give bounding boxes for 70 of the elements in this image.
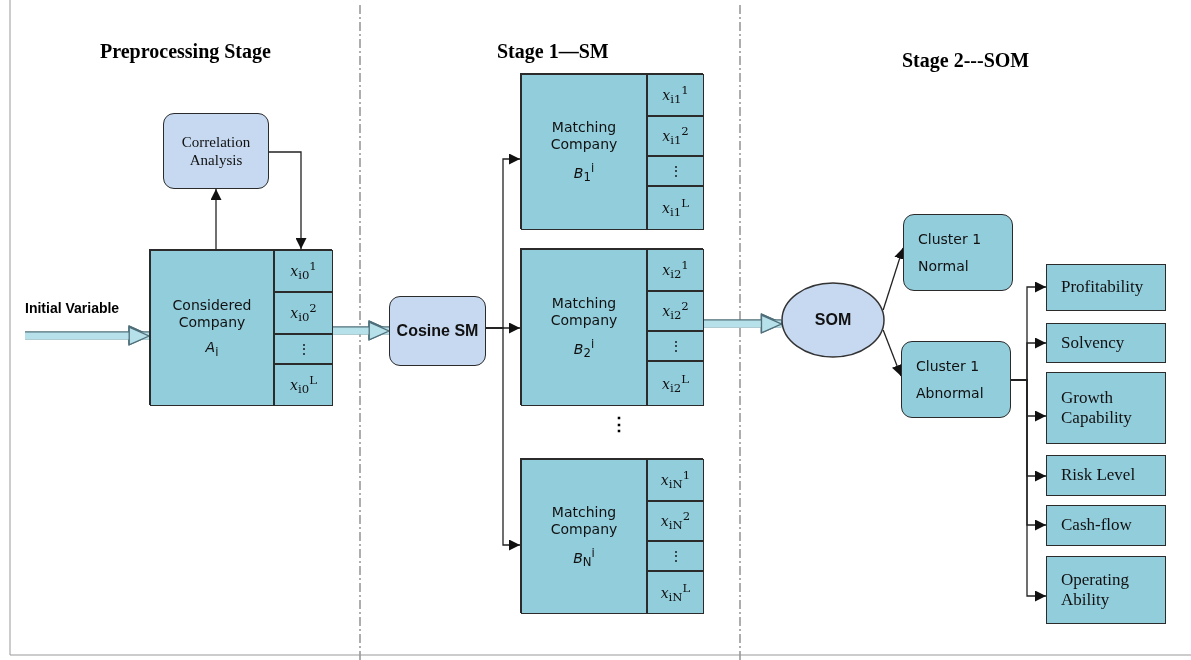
ellipse-node <box>781 282 885 358</box>
edge-label: Initial Variable <box>25 300 120 316</box>
box-label: Abnormal <box>916 384 984 402</box>
variable-cell <box>274 250 333 292</box>
box-label: ⋮ <box>668 162 683 180</box>
variable-cell <box>647 116 704 156</box>
cluster-box <box>903 214 1013 291</box>
arrow <box>882 329 903 377</box>
variable-cell <box>647 361 704 406</box>
box-label: Cluster 1 <box>918 230 982 248</box>
stage-heading: Preprocessing Stage <box>100 40 271 63</box>
variable-cell <box>647 331 704 361</box>
indicator-box <box>1046 264 1166 311</box>
arrow <box>1010 379 1047 602</box>
process-box <box>389 296 486 366</box>
record-box <box>520 458 703 613</box>
company-box <box>150 250 274 406</box>
indicator-box <box>1046 372 1166 444</box>
record-box <box>520 248 703 405</box>
variable-cell <box>647 571 704 614</box>
box-label: Matching Company <box>549 119 619 154</box>
variable-cell <box>647 156 704 186</box>
company-box <box>521 74 647 230</box>
variable-cell <box>647 291 704 331</box>
box-label: Considered Company <box>171 297 253 331</box>
variable-cell <box>647 186 704 230</box>
box-label: A$_{i}$ <box>205 338 219 359</box>
cluster-box <box>901 341 1011 418</box>
variable-cell <box>274 292 333 334</box>
stage-heading: Stage 2---SOM <box>902 49 1030 72</box>
box-label: ⋮ <box>668 337 683 355</box>
variable-cell <box>647 541 704 571</box>
box-label: SOM <box>814 310 852 330</box>
box-label: Correlation Analysis <box>180 133 252 169</box>
variable-cell <box>274 334 333 364</box>
company-box <box>521 459 647 614</box>
box-label: Matching Company <box>549 294 619 329</box>
process-box <box>163 113 269 189</box>
box-label: Cosine SM <box>396 321 479 341</box>
box-label: Cluster 1 <box>916 357 980 375</box>
stage-heading: Stage 1—SM <box>497 40 609 63</box>
box-label: Cash-flow <box>1061 515 1132 536</box>
box-label: Operating Ability <box>1061 569 1130 611</box>
box-label: Profitability <box>1061 277 1144 298</box>
arrow <box>268 151 307 250</box>
box-label: Growth Capability <box>1061 387 1133 429</box>
ellipsis-mark: ⋮ <box>610 413 628 435</box>
box-label: Solvency <box>1061 332 1125 354</box>
variable-cell <box>274 364 333 406</box>
box-label: Risk Level <box>1061 465 1136 486</box>
box-label: ⋮ <box>668 547 683 565</box>
indicator-box <box>1046 455 1166 496</box>
indicator-box <box>1046 505 1166 546</box>
box-label: Matching Company <box>549 503 619 538</box>
variable-cell <box>647 74 704 116</box>
record-box <box>149 249 332 405</box>
arrow <box>210 188 222 250</box>
arrow <box>882 247 905 311</box>
company-box <box>521 249 647 406</box>
record-box <box>520 73 703 229</box>
indicator-box <box>1046 556 1166 624</box>
block-arrow <box>703 314 782 334</box>
variable-cell <box>647 459 704 501</box>
box-label: ⋮ <box>296 340 311 358</box>
variable-cell <box>647 249 704 291</box>
box-label: Normal <box>918 257 969 275</box>
block-arrow <box>332 321 390 341</box>
variable-cell <box>647 501 704 541</box>
indicator-box <box>1046 323 1166 363</box>
arrow <box>485 327 521 551</box>
